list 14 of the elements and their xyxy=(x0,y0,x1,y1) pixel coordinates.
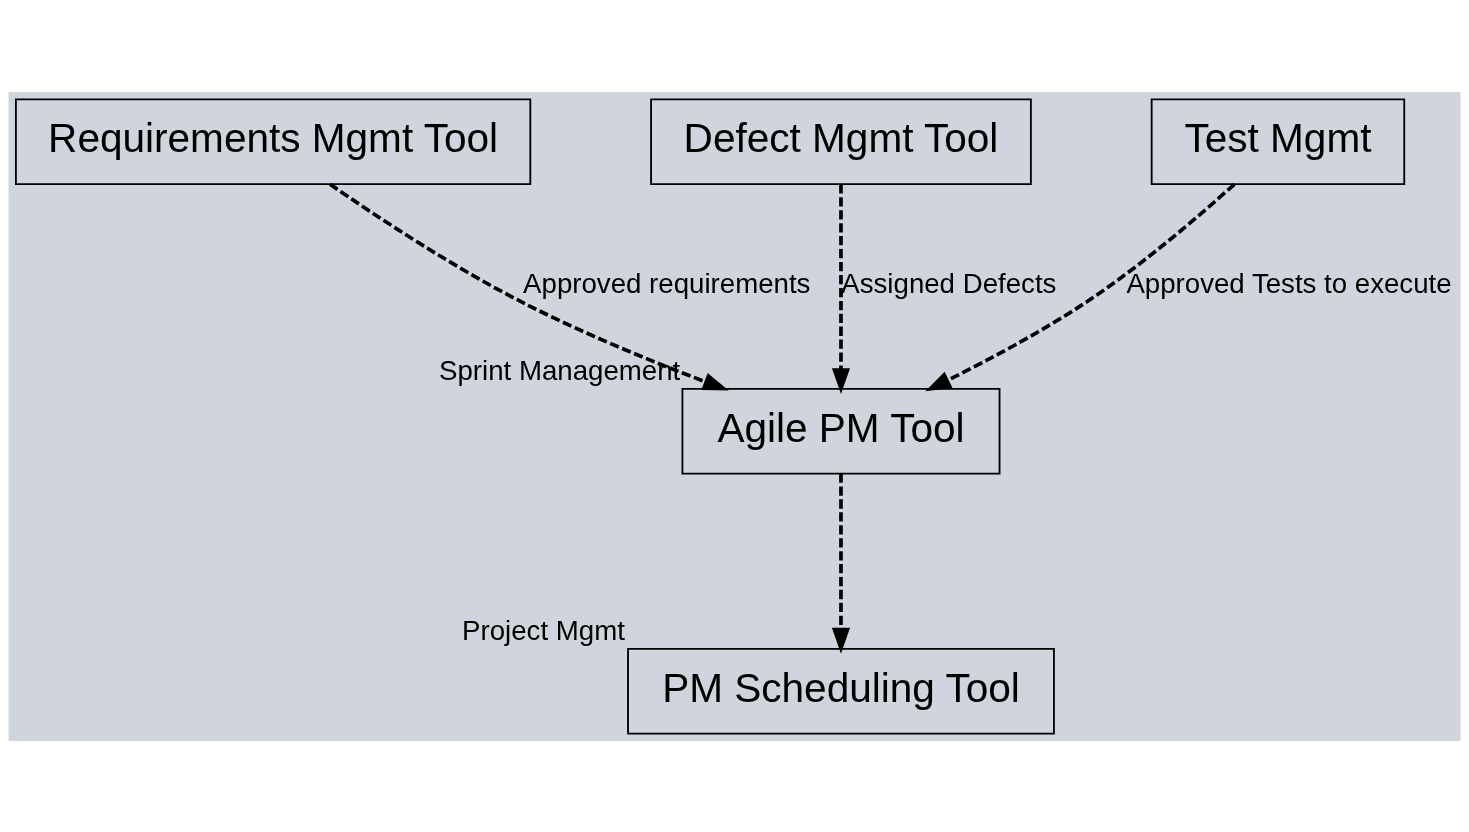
node-box: Requirements Mgmt Tool xyxy=(15,97,532,185)
node-box: PM Scheduling Tool xyxy=(627,647,1055,735)
edge-label: Approved Tests to execute xyxy=(1126,267,1452,299)
arrow xyxy=(831,473,851,654)
arrow xyxy=(831,184,851,394)
arrow xyxy=(329,182,729,391)
node-label: Project Mgmt xyxy=(462,614,625,646)
node-label: Sprint Management xyxy=(439,354,681,386)
arrow xyxy=(925,182,1236,391)
edge-label: Assigned Defects xyxy=(841,267,1057,299)
edge-label: Approved requirements xyxy=(523,267,811,299)
node-box: Agile PM Tool xyxy=(681,387,1001,475)
node-box: Defect Mgmt Tool xyxy=(650,97,1032,185)
node-box: Test Mgmt xyxy=(1150,97,1406,185)
